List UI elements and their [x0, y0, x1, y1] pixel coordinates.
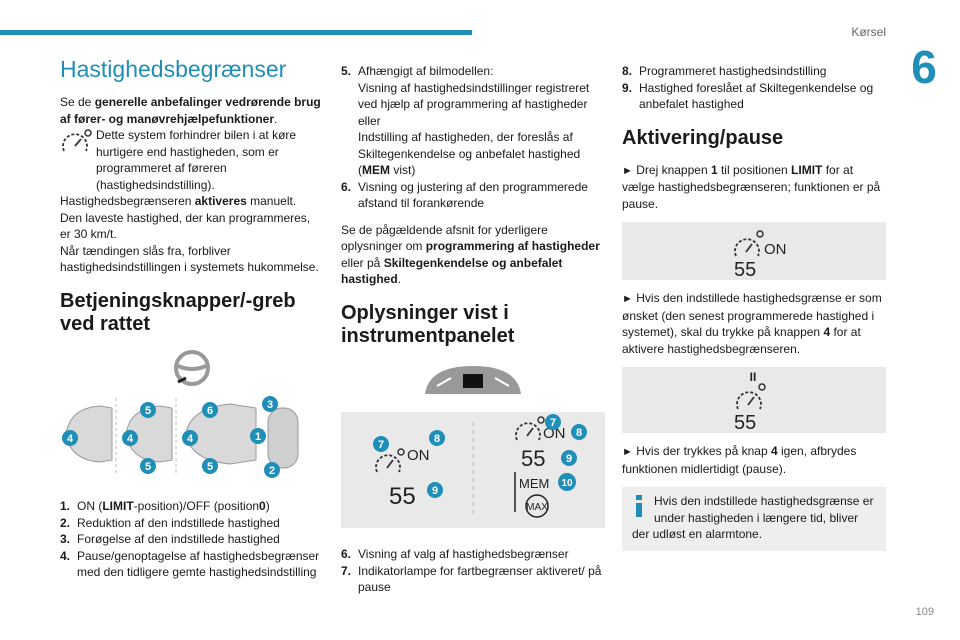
list-item: 9.Hastighed foreslået af Skiltegenkendel…: [622, 80, 874, 112]
on-indicator: ON: [764, 241, 787, 258]
arrow-right-icon: ►: [622, 164, 633, 177]
callout-7: 7: [373, 436, 389, 452]
display-paused-figure: ON 55: [622, 222, 886, 281]
controls-heading: Betjeningsknapper/-greb ved rattet: [60, 289, 296, 335]
activation-line: Hastighedsbegrænseren aktiveres manuelt.: [60, 194, 297, 208]
step-2: ► Hvis den indstillede hastighedsgrænse …: [622, 291, 882, 356]
callout-1: 1: [250, 427, 266, 444]
page-number: 109: [915, 606, 934, 618]
callout-5-top: 5: [140, 401, 156, 418]
steering-wheel-icon: [174, 349, 210, 386]
min-speed-line: Den laveste hastighed, der kan programme…: [60, 210, 311, 242]
column-2: 5. Afhængigt af bilmodellen: Visning af …: [341, 63, 605, 596]
display-heading: Oplysninger vist i instrumentpanelet: [341, 301, 515, 347]
section-name: Kørsel: [851, 25, 886, 39]
pause-indicator: II: [750, 370, 757, 384]
column-3: 8.Programmeret hastighedsindstilling 9.H…: [622, 63, 886, 551]
list-item: 3.Forøgelse af den indstillede hastighed: [60, 532, 280, 546]
set-speed: 55: [389, 483, 416, 510]
list-item: 4.Pause/genoptagelse af hastighedsbegræn…: [60, 548, 320, 580]
callout-8-right: 8: [571, 424, 587, 440]
svg-text:8: 8: [434, 433, 440, 445]
svg-text:5: 5: [145, 405, 151, 417]
control-lever-right: [185, 402, 299, 468]
control-lever-left: [65, 397, 117, 474]
svg-text:7: 7: [378, 439, 384, 451]
svg-text:9: 9: [566, 453, 572, 465]
speed-limiter-icon: [736, 383, 766, 410]
control-lever-middle: [125, 397, 177, 474]
set-speed: 55: [734, 259, 756, 280]
svg-text:1: 1: [255, 431, 261, 443]
svg-text:4: 4: [67, 433, 74, 445]
svg-text:5: 5: [145, 461, 151, 473]
callout-6: 6: [202, 401, 218, 418]
step-1: ► Drej knappen 1 til positionen LIMIT fo…: [622, 162, 881, 211]
arrow-right-icon: ►: [622, 293, 633, 305]
callout-8: 8: [429, 430, 445, 446]
callout-10: 10: [558, 473, 576, 491]
svg-text:4: 4: [127, 433, 134, 445]
list-item: 8.Programmeret hastighedsindstilling: [622, 64, 827, 78]
chapter-number: 6: [911, 41, 937, 93]
mem-indicator: MEM: [519, 476, 549, 491]
list-item: 6.Visning af valg af hastighedsbegrænser: [341, 547, 569, 561]
svg-text:9: 9: [432, 485, 438, 497]
display-list: 6.Visning af valg af hastighedsbegrænser…: [341, 546, 605, 596]
controls-list: 1.ON (LIMIT-position)/OFF (position0) 2.…: [60, 498, 324, 581]
speed-limiter-icon: [62, 129, 92, 152]
list-item: 7.Indikatorlampe for fartbegrænser aktiv…: [341, 563, 602, 595]
callout-5-right: 5: [202, 457, 218, 474]
steering-wheel-figure: 4 4 5 5 4 6 5 1 3 2: [62, 349, 299, 478]
svg-text:7: 7: [550, 417, 556, 429]
display-figure: ON 55 7 8 9 ON 55 MEM MAX 7 8 9 10: [341, 412, 605, 528]
display-list-continued: 8.Programmeret hastighedsindstilling 9.H…: [622, 63, 886, 113]
list-item: 6.Visning og justering af den programmer…: [341, 179, 588, 211]
svg-text:8: 8: [576, 427, 582, 439]
speed-limiter-icon: [734, 230, 764, 257]
info-icon: [636, 495, 642, 517]
step-3: ► Hvis der trykkes på knap 4 igen, afbry…: [622, 444, 857, 476]
callout-4-right: 4: [182, 429, 198, 446]
speed-limiter-icon: [375, 448, 405, 473]
list-item: 1.ON (LIMIT-position)/OFF (position0): [60, 499, 270, 513]
info-box: Hvis den indstillede hastighedsgrænse er…: [622, 487, 886, 551]
arrow-right-icon: ►: [622, 446, 633, 458]
callout-4-mid: 4: [122, 429, 138, 446]
column-1: Hastighedsbegrænser Se de generelle anbe…: [60, 56, 324, 581]
max-indicator: MAX: [526, 502, 548, 513]
speed-limiter-icon: [515, 416, 545, 441]
callout-9: 9: [427, 482, 443, 498]
activation-heading: Aktivering/pause: [622, 126, 784, 149]
list-item: 5. Afhængigt af bilmodellen: Visning af …: [341, 64, 590, 177]
svg-text:6: 6: [207, 405, 213, 417]
svg-text:3: 3: [267, 399, 273, 411]
on-indicator: ON: [543, 425, 566, 442]
svg-text:5: 5: [207, 461, 213, 473]
intro-paragraph: Se de generelle anbefalinger vedrørende …: [60, 95, 321, 126]
callout-5-bottom: 5: [140, 457, 156, 474]
instrument-panel-icon: [425, 365, 521, 394]
memory-line: Når tændingen slås fra, forbliver hastig…: [60, 243, 319, 275]
callout-7-right: 7: [545, 414, 561, 430]
svg-text:2: 2: [269, 465, 275, 477]
system-description: Dette system forhindrer bilen i at køre …: [60, 127, 324, 193]
callout-9-right: 9: [561, 450, 577, 466]
svg-text:4: 4: [187, 433, 194, 445]
svg-text:10: 10: [561, 478, 573, 489]
page-title: Hastighedsbegrænser: [60, 56, 287, 82]
callout-4-left: 4: [62, 429, 78, 446]
display-active-figure: II 55: [622, 367, 886, 434]
on-indicator: ON: [407, 447, 430, 464]
set-speed: 55: [734, 412, 756, 433]
controls-list-continued: 5. Afhængigt af bilmodellen: Visning af …: [341, 63, 605, 212]
see-also-paragraph: Se de pågældende afsnit for yderligere o…: [341, 222, 600, 287]
callout-3: 3: [262, 395, 278, 412]
list-item: 2.Reduktion af den indstillede hastighed: [60, 515, 280, 530]
header-bar: [0, 30, 472, 35]
callout-2: 2: [264, 461, 280, 478]
set-speed: 55: [521, 446, 545, 471]
